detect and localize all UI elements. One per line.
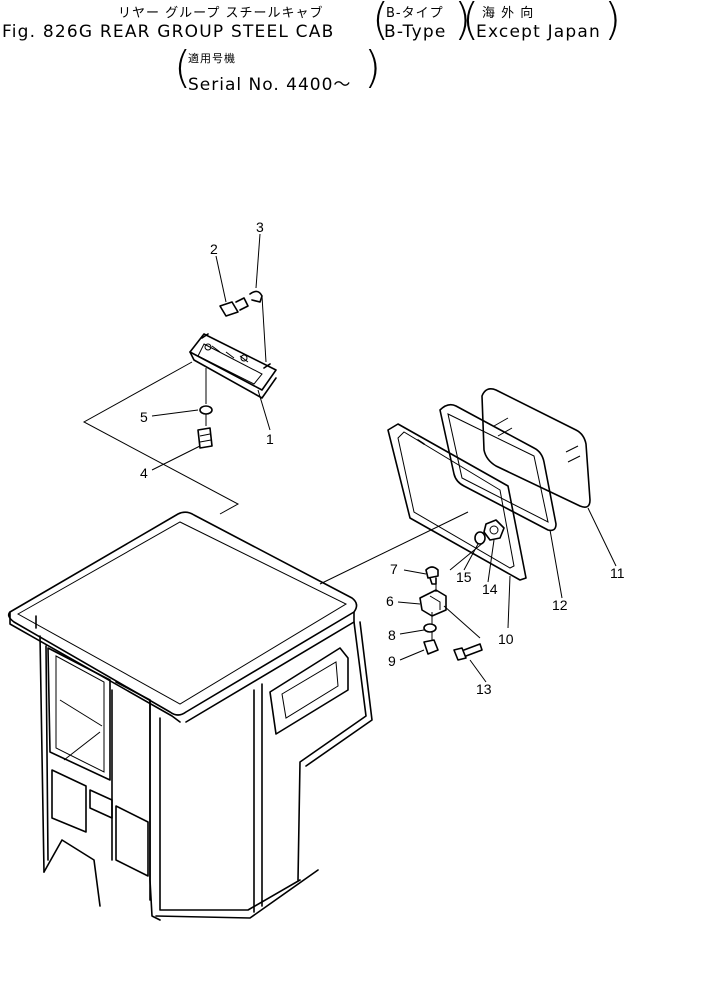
callout-7: 7 xyxy=(390,561,398,577)
callout-pointers xyxy=(151,233,617,683)
callout-5: 5 xyxy=(140,409,148,425)
bracket-open-region: ( xyxy=(462,0,480,45)
washer-8 xyxy=(423,623,437,633)
type-label: B-Type xyxy=(384,22,447,42)
callout-3: 3 xyxy=(256,219,264,235)
callout-13: 13 xyxy=(476,681,492,697)
serial-number: Serial No. 4400～ xyxy=(188,75,352,95)
bracket-open-serial: ( xyxy=(174,42,192,93)
steel-cab xyxy=(7,511,373,921)
washer-5 xyxy=(199,405,213,415)
bracket-open-type: ( xyxy=(372,0,390,45)
figure-title: Fig. 826G REAR GROUP STEEL CAB xyxy=(2,22,335,42)
window-leader-line xyxy=(319,511,469,585)
clip-6 xyxy=(419,589,447,617)
callout-labels: 2 3 1 5 4 7 6 8 9 13 15 14 10 12 11 xyxy=(140,219,625,697)
jp-region: 海 外 向 xyxy=(482,6,535,21)
nut-9 xyxy=(423,639,439,655)
callout-9: 9 xyxy=(388,653,396,669)
nut-4 xyxy=(197,427,213,449)
callout-1: 1 xyxy=(266,431,274,447)
window-seal-12 xyxy=(439,403,557,532)
jp-serial-label: 適用号機 xyxy=(188,52,236,65)
jp-title: リヤー グループ スチールキャブ xyxy=(118,6,324,21)
region-label: Except Japan xyxy=(476,22,601,42)
callout-2: 2 xyxy=(210,241,218,257)
clip-3 xyxy=(249,290,267,363)
callout-6: 6 xyxy=(386,593,394,609)
assembly-leader-lines xyxy=(82,361,240,515)
bolt-2 xyxy=(219,297,249,317)
bracket-close-region: ) xyxy=(604,0,622,45)
washer-15 xyxy=(474,531,486,545)
callout-15: 15 xyxy=(456,569,472,585)
bolt-13 xyxy=(453,643,483,661)
callout-8: 8 xyxy=(388,627,396,643)
callout-12: 12 xyxy=(552,597,568,613)
callout-4: 4 xyxy=(140,465,148,481)
callout-10: 10 xyxy=(498,631,514,647)
callout-14: 14 xyxy=(482,581,498,597)
window-frame-10 xyxy=(387,423,527,581)
part-leader-lines xyxy=(431,541,485,640)
callout-11: 11 xyxy=(610,565,625,581)
bracket-assembly xyxy=(189,333,277,399)
nut-14 xyxy=(483,519,505,541)
bracket-close-type: ) xyxy=(454,0,472,45)
window-glass-11 xyxy=(481,388,591,508)
jp-type: B-タイプ xyxy=(386,6,444,21)
bracket-close-serial: ) xyxy=(364,42,382,93)
